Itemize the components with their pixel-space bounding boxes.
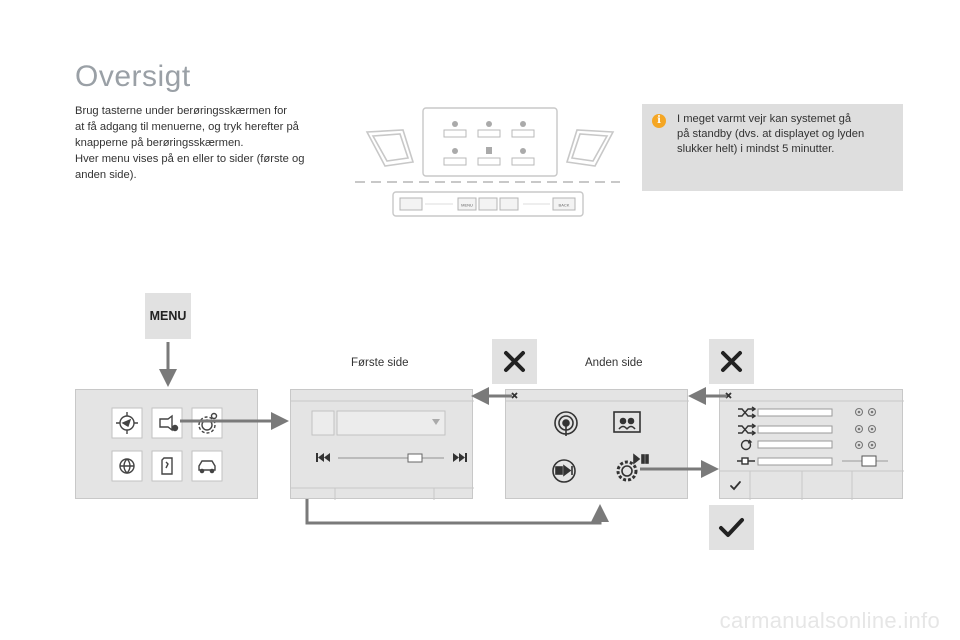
info-note: i I meget varmt vejr kan systemet gå på … [642, 104, 903, 191]
intro-line: Brug tasterne under berøringsskærmen for [75, 105, 288, 117]
intro-line: Hver menu vises på en eller to sider (fø… [75, 153, 305, 165]
option-radio-group[interactable] [854, 407, 877, 450]
right-vent-icon [565, 129, 615, 167]
confirm-button[interactable] [709, 505, 754, 550]
console-menu-label: MENU [461, 203, 473, 208]
play-pause-icon[interactable] [552, 459, 576, 483]
second-page-label: Anden side [585, 357, 643, 369]
progress-slider-handle[interactable] [407, 453, 423, 463]
main-menu-screen [75, 389, 258, 499]
phone-icon[interactable] [161, 457, 173, 475]
shuffle-icon[interactable] [738, 423, 757, 436]
intro-line: at få adgang til menuerne, og tryk heref… [75, 121, 299, 133]
connected-services-icon[interactable] [119, 458, 135, 474]
previous-track-icon[interactable] [316, 453, 330, 462]
media-icon[interactable] [159, 414, 179, 432]
console-screen [422, 107, 558, 177]
close-icon[interactable] [725, 392, 732, 399]
console-illustration: MENU BACK [355, 107, 620, 217]
first-page-label: Første side [351, 357, 409, 369]
intro-line: anden side). [75, 169, 137, 181]
close-button[interactable] [492, 339, 537, 384]
close-icon[interactable] [511, 392, 518, 399]
intro-text: Brug tasterne under berøringsskærmen for… [75, 103, 340, 183]
menu-button[interactable]: MENU [145, 293, 191, 339]
note-text: I meget varmt vejr kan systemet gå på st… [677, 112, 864, 157]
console-back-label: BACK [559, 203, 570, 208]
car-icon[interactable] [198, 460, 216, 474]
mix-slider-handle[interactable] [861, 455, 877, 467]
contacts-icon[interactable] [613, 411, 641, 433]
page-title: Oversigt [75, 60, 191, 93]
arrow-to-second-page [305, 499, 609, 525]
check-icon[interactable] [730, 481, 741, 491]
mix-icon[interactable] [737, 457, 755, 465]
second-page-screen [505, 389, 689, 499]
navigation-icon[interactable] [116, 412, 138, 434]
check-icon [719, 518, 744, 537]
source-dropdown[interactable] [336, 410, 446, 436]
close-icon [504, 351, 525, 372]
radio-antenna-icon[interactable] [554, 411, 578, 436]
note-line: på standby (dvs. at displayet og lyden [677, 128, 865, 140]
shuffle-all-icon[interactable] [738, 406, 757, 419]
gear-icon[interactable] [616, 453, 649, 482]
close-button[interactable] [709, 339, 754, 384]
note-line: slukker helt) i mindst 5 minutter. [677, 143, 835, 155]
first-page-screen [290, 389, 474, 500]
repeat-icon[interactable] [740, 439, 753, 451]
watermark: carmanualsonline.info [719, 608, 940, 633]
close-icon [721, 351, 742, 372]
info-icon: i [652, 114, 666, 128]
note-line: I meget varmt vejr kan systemet gå [677, 113, 852, 125]
left-vent-icon [365, 129, 415, 167]
next-track-icon[interactable] [453, 453, 467, 462]
intro-line: knapperne på berøringsskærmen. [75, 137, 244, 149]
settings-list-screen [719, 389, 904, 500]
chevron-down-icon [432, 419, 440, 425]
